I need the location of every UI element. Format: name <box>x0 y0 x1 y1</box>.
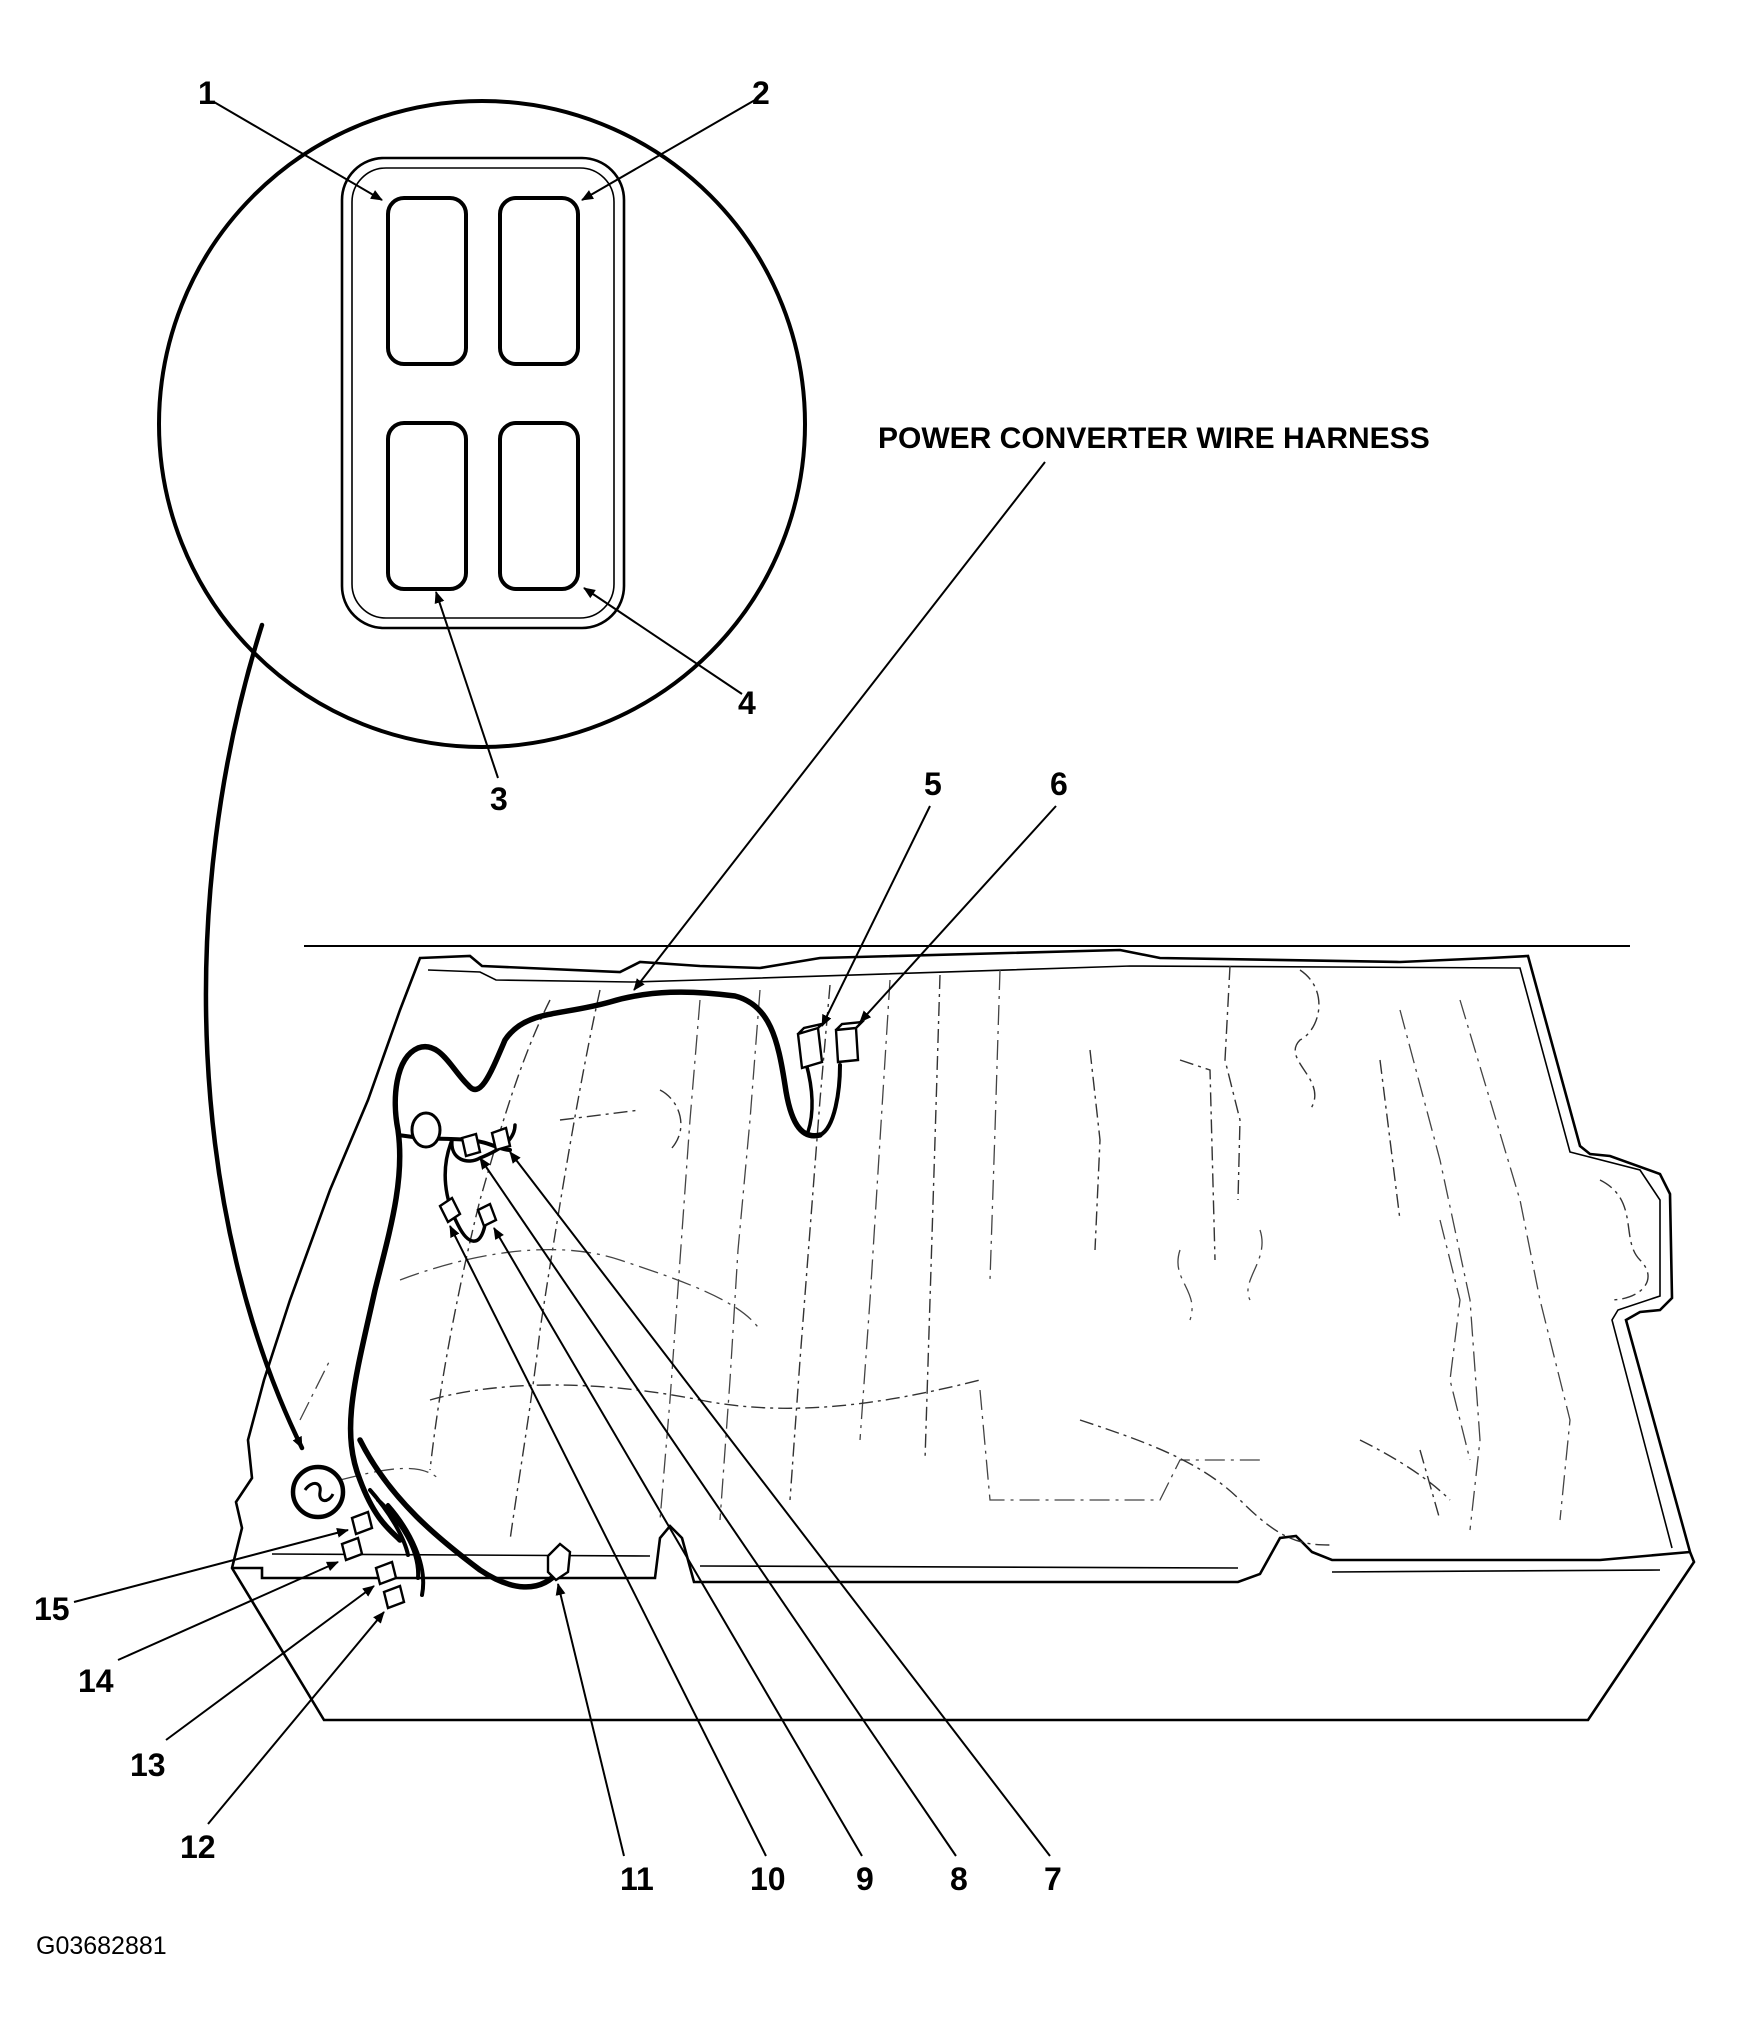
leader-15 <box>73 1527 349 1603</box>
harness-branch-lower <box>357 1437 563 1590</box>
internal-detail <box>429 1379 981 1409</box>
callout-3: 3 <box>490 781 508 817</box>
internal-detail <box>559 1089 682 1151</box>
unit-front-panel <box>232 1524 1691 1584</box>
leader-4 <box>583 587 743 695</box>
internal-detail <box>789 984 831 1501</box>
internal-detail <box>659 999 701 1521</box>
callout-11: 11 <box>620 1861 654 1897</box>
leader-8 <box>479 1157 957 1857</box>
internal-detail <box>399 1248 761 1331</box>
internal-detail <box>1294 969 1320 1111</box>
internal-detail <box>1599 1179 1649 1301</box>
internal-detail <box>719 989 761 1521</box>
harness-grommet <box>290 1464 346 1520</box>
internal-detail <box>1089 1049 1101 1251</box>
callout-5: 5 <box>924 766 942 802</box>
connector-7 <box>490 1126 512 1152</box>
internal-detail <box>1359 1439 1451 1521</box>
internal-detail <box>1459 999 1571 1521</box>
internal-detail <box>1224 965 1241 1201</box>
internal-detail <box>1177 1229 1263 1321</box>
leader-7 <box>509 1151 1051 1857</box>
harness-clamp <box>410 1111 442 1149</box>
internal-detail <box>1439 1219 1471 1461</box>
leader-1 <box>213 101 383 201</box>
harness-main-run <box>347 989 823 1543</box>
callout-4: 4 <box>738 685 756 721</box>
leader-12 <box>207 1611 385 1825</box>
harness-branch-to-5-6 <box>818 1063 842 1137</box>
leader-6 <box>859 805 1057 1023</box>
connector-12 <box>382 1584 406 1610</box>
unit-top-edge <box>427 965 1673 1549</box>
terminal-2 <box>498 196 580 366</box>
callout-1: 1 <box>198 75 216 111</box>
detail-circle <box>157 99 807 749</box>
connector-14 <box>340 1536 364 1562</box>
wire-harness <box>290 989 866 1610</box>
internal-detail <box>979 1389 1260 1501</box>
figure-code: G03682881 <box>36 1932 167 1960</box>
harness-label: POWER CONVERTER WIRE HARNESS <box>878 422 1430 455</box>
connector-block-outline <box>340 156 626 630</box>
grommet-squiggle <box>303 1482 335 1502</box>
harness-branch-to-5 <box>804 1061 814 1134</box>
harness-branch-12-15 <box>368 1488 426 1597</box>
leader-3 <box>434 591 499 779</box>
callout-2: 2 <box>752 75 770 111</box>
internal-detail <box>924 974 941 1461</box>
leader-harness <box>633 461 1046 991</box>
callout-12: 12 <box>180 1829 216 1865</box>
connector-9 <box>476 1202 498 1228</box>
internal-detail <box>1179 1059 1216 1261</box>
callout-9: 9 <box>856 1861 874 1897</box>
connector-10 <box>438 1196 462 1224</box>
terminal-4 <box>498 421 580 591</box>
terminal-1 <box>386 196 468 366</box>
power-converter-unit <box>230 945 1696 1722</box>
connector-5 <box>796 1021 826 1070</box>
callout-10: 10 <box>750 1861 786 1897</box>
connector-block-inner <box>351 167 615 619</box>
internal-detail <box>299 1359 441 1481</box>
connector-6 <box>834 1020 866 1064</box>
internal-detail <box>1079 1419 1331 1546</box>
callout-15: 15 <box>34 1591 70 1627</box>
callout-13: 13 <box>130 1747 166 1783</box>
callout-8: 8 <box>950 1861 968 1897</box>
connector-8 <box>460 1132 482 1158</box>
terminal-3 <box>386 421 468 591</box>
internal-detail <box>859 979 891 1441</box>
callout-7: 7 <box>1044 1861 1062 1897</box>
leader-13 <box>165 1585 375 1741</box>
detail-view <box>157 99 807 749</box>
harness-branch-9-10 <box>443 1138 487 1243</box>
leader-10 <box>449 1225 767 1857</box>
leader-14 <box>117 1561 339 1661</box>
detail-pointer-arrow <box>203 622 305 1451</box>
leader-lines <box>73 99 1057 1857</box>
internal-detail <box>1379 1059 1401 1221</box>
connector-15 <box>350 1510 374 1536</box>
internal-detail <box>1399 1009 1481 1531</box>
internal-detail <box>509 989 601 1541</box>
callout-14: 14 <box>78 1663 114 1699</box>
leader-5 <box>821 805 931 1027</box>
callout-labels: 1 2 3 4 5 6 7 8 9 10 11 12 13 14 15 <box>34 75 1068 1897</box>
leader-9 <box>493 1227 863 1857</box>
internal-detail <box>989 969 1001 1281</box>
callout-6: 6 <box>1050 766 1068 802</box>
unit-outer-outline <box>230 948 1696 1722</box>
connector-13 <box>374 1560 398 1586</box>
connector-11 <box>546 1542 572 1582</box>
leader-11 <box>555 1583 625 1857</box>
leader-2 <box>581 99 756 201</box>
